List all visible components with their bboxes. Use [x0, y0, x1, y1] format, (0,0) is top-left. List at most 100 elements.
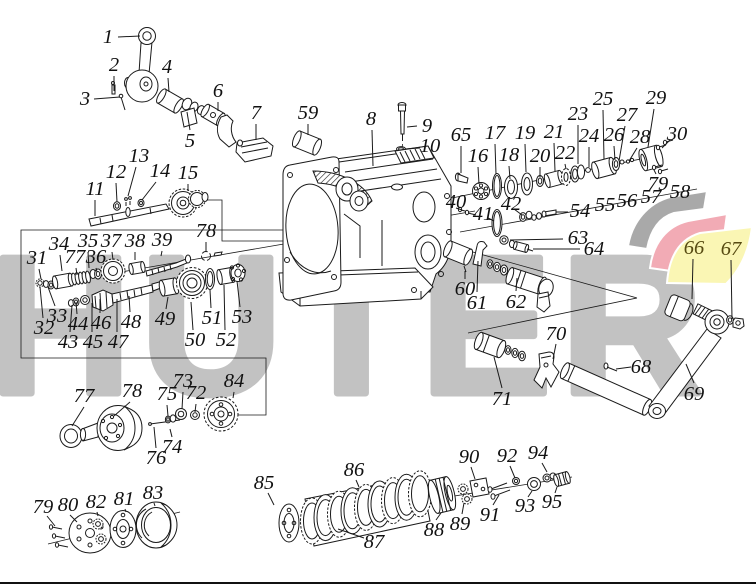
part-gasket-row-group	[457, 206, 557, 237]
part-label-43: 43	[58, 331, 79, 353]
spring-icon	[71, 270, 91, 286]
part-label-79: 79	[33, 496, 54, 518]
leader-line-5	[186, 111, 191, 131]
leader-line-53	[236, 280, 241, 308]
leader-line-40	[455, 207, 463, 211]
part-label-92: 92	[497, 445, 518, 467]
part-label-69: 69	[684, 383, 705, 405]
part-label-53: 53	[232, 306, 253, 328]
leader-line-33	[47, 286, 56, 307]
part-label-8: 8	[366, 108, 377, 130]
leader-line-17	[494, 143, 497, 175]
part-label-74: 74	[162, 436, 183, 458]
part-label-78: 78	[196, 220, 217, 242]
leader-line-8	[371, 129, 374, 167]
part-label-17: 17	[485, 122, 506, 144]
part-label-79: 79	[648, 173, 669, 195]
part-label-13: 13	[129, 145, 150, 167]
leader-line-50	[190, 301, 194, 331]
part-label-77: 77	[65, 246, 86, 268]
leader-line-76	[153, 426, 157, 449]
part-label-75: 75	[157, 383, 178, 405]
leader-line-85	[267, 492, 275, 506]
part-clutch-housing-group	[59, 405, 143, 451]
logo-swoosh-gray-icon	[626, 189, 709, 251]
leader-line-95	[554, 486, 558, 494]
part-label-63: 63	[568, 227, 589, 249]
part-kick-lever-group	[559, 294, 745, 419]
leader-line-51	[209, 289, 212, 309]
leader-line-81	[124, 508, 127, 513]
part-label-67: 67	[721, 238, 742, 260]
leader-line-91	[492, 494, 500, 506]
part-label-12: 12	[106, 161, 127, 183]
leader-line-25	[602, 109, 605, 160]
leader-line-10	[404, 147, 421, 150]
leader-line-89	[461, 502, 465, 515]
part-kickshaft-group	[473, 331, 560, 389]
part-label-7: 7	[251, 102, 262, 124]
part-label-20: 20	[530, 145, 551, 167]
part-crankcase	[278, 145, 452, 307]
part-label-1: 1	[103, 26, 113, 48]
leader-line-32	[39, 286, 44, 319]
part-label-78: 78	[122, 380, 143, 402]
leader-line-79	[46, 515, 56, 527]
part-label-29: 29	[646, 87, 667, 109]
part-label-49: 49	[155, 308, 176, 330]
part-label-58: 58	[670, 181, 691, 203]
leader-line-43	[69, 304, 73, 333]
part-release-group	[148, 396, 239, 432]
part-label-40: 40	[446, 191, 467, 213]
part-label-26: 26	[604, 124, 625, 146]
part-bearing-stack-group	[454, 139, 674, 200]
part-label-62: 62	[506, 291, 527, 313]
part-label-27: 27	[617, 104, 638, 126]
leader-line-48	[128, 295, 131, 313]
part-label-33: 33	[46, 305, 68, 327]
leader-line-69	[685, 363, 695, 384]
part-label-24: 24	[579, 125, 600, 147]
part-gearset-group	[158, 263, 247, 299]
leader-line-70	[552, 343, 557, 360]
leader-line-22	[564, 163, 567, 170]
part-label-81: 81	[114, 488, 135, 510]
leader-line-44	[75, 301, 78, 315]
part-label-28: 28	[630, 126, 651, 148]
part-label-95: 95	[542, 491, 563, 513]
part-label-72: 72	[186, 382, 207, 404]
part-label-55: 55	[595, 194, 616, 216]
leader-line-37	[111, 251, 114, 261]
part-label-15: 15	[178, 162, 199, 184]
leader-line-21	[553, 142, 556, 172]
part-label-84: 84	[224, 370, 245, 392]
part-mainshaft-group	[35, 254, 192, 290]
leader-line-87	[337, 528, 365, 539]
part-label-73: 73	[173, 370, 194, 392]
part-label-9: 9	[422, 115, 432, 137]
leader-line-39	[160, 250, 163, 257]
part-label-44: 44	[68, 313, 89, 335]
part-camshaft-group	[88, 188, 223, 261]
part-label-3: 3	[79, 88, 90, 110]
part-label-57: 57	[641, 186, 662, 208]
leader-line-29	[647, 108, 655, 148]
leader-line-83	[153, 502, 156, 507]
part-label-39: 39	[151, 229, 173, 251]
part-label-82: 82	[86, 491, 107, 513]
bottom-rule	[0, 582, 756, 584]
part-plate-stack-group	[278, 470, 432, 547]
part-label-89: 89	[450, 513, 471, 535]
part-label-4: 4	[162, 56, 172, 78]
part-label-23: 23	[568, 103, 589, 125]
leader-line-12	[115, 182, 118, 203]
leader-line-49	[165, 296, 169, 310]
part-label-52: 52	[216, 329, 237, 351]
part-label-94: 94	[528, 442, 549, 464]
part-label-19: 19	[515, 122, 536, 144]
leader-line-3	[93, 96, 121, 100]
leader-line-13	[127, 166, 137, 197]
part-label-87: 87	[364, 531, 385, 553]
leader-line-84	[232, 391, 235, 399]
